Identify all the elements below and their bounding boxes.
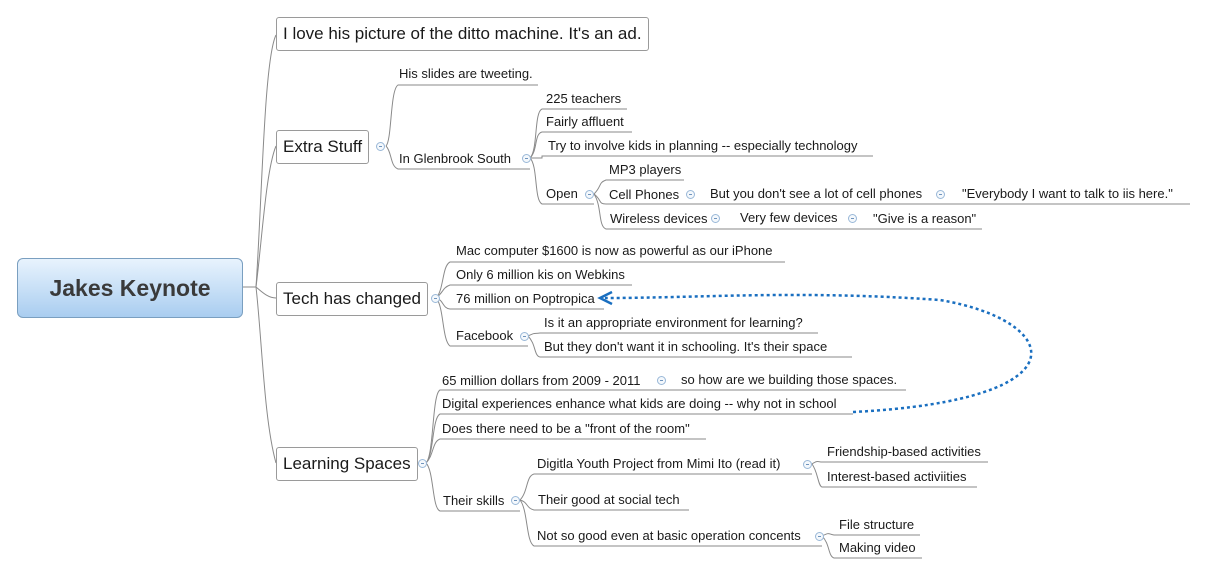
node-webkins[interactable]: Only 6 million kis on Webkins xyxy=(456,267,625,282)
topic-extra-stuff[interactable]: Extra Stuff xyxy=(276,130,370,164)
node-glenbrook[interactable]: In Glenbrook South xyxy=(399,151,512,166)
node-cell-note[interactable]: But you don't see a lot of cell phones xyxy=(710,186,923,201)
node-involve[interactable]: Try to involve kids in planning -- espec… xyxy=(548,138,858,153)
node-front[interactable]: Does there need to be a "front of the ro… xyxy=(442,421,690,436)
node-wireless[interactable]: Wireless devices xyxy=(610,211,708,226)
collapse-million-icon[interactable] xyxy=(657,376,666,385)
node-basic[interactable]: Not so good even at basic operation conc… xyxy=(537,528,801,543)
node-open[interactable]: Open xyxy=(546,186,578,201)
node-facebook[interactable]: Facebook xyxy=(456,328,514,343)
node-wireless-quote[interactable]: "Give is a reason" xyxy=(873,211,977,226)
relationship-line xyxy=(604,293,1033,414)
node-video[interactable]: Making video xyxy=(839,540,916,555)
collapse-tech-icon[interactable] xyxy=(431,294,440,303)
collapse-skills-icon[interactable] xyxy=(511,496,520,505)
node-slides-tweeting[interactable]: His slides are tweeting. xyxy=(399,66,533,81)
node-skills[interactable]: Their skills xyxy=(443,493,505,508)
collapse-open-icon[interactable] xyxy=(585,190,594,199)
node-social[interactable]: Their good at social tech xyxy=(538,492,680,507)
node-mac[interactable]: Mac computer $1600 is now as powerful as… xyxy=(456,243,773,258)
central-topic[interactable]: Jakes Keynote xyxy=(17,258,243,318)
topic-ditto[interactable]: I love his picture of the ditto machine.… xyxy=(276,17,649,51)
node-cell-quote[interactable]: "Everybody I want to talk to iis here." xyxy=(962,186,1173,201)
node-digital[interactable]: Digital experiences enhance what kids ar… xyxy=(442,396,837,411)
relationship-arrow xyxy=(597,290,613,306)
node-youth[interactable]: Digitla Youth Project from Mimi Ito (rea… xyxy=(537,456,781,471)
collapse-youth-icon[interactable] xyxy=(803,460,812,469)
node-teachers[interactable]: 225 teachers xyxy=(546,91,622,106)
node-building[interactable]: so how are we building those spaces. xyxy=(681,372,898,387)
collapse-extra-icon[interactable] xyxy=(376,142,385,151)
node-schooling[interactable]: But they don't want it in schooling. It'… xyxy=(544,339,828,354)
node-cell-phones[interactable]: Cell Phones xyxy=(609,187,680,202)
node-wireless-note[interactable]: Very few devices xyxy=(740,210,838,225)
node-friendship[interactable]: Friendship-based activities xyxy=(827,444,981,459)
collapse-glenbrook-icon[interactable] xyxy=(522,154,531,163)
node-file[interactable]: File structure xyxy=(839,517,915,532)
collapse-facebook-icon[interactable] xyxy=(520,332,529,341)
node-appropriate[interactable]: Is it an appropriate environment for lea… xyxy=(544,315,803,330)
node-mp3[interactable]: MP3 players xyxy=(609,162,682,177)
collapse-wireless-icon[interactable] xyxy=(711,214,720,223)
collapse-cell-icon[interactable] xyxy=(686,190,695,199)
collapse-basic-icon[interactable] xyxy=(815,532,824,541)
topic-tech-changed[interactable]: Tech has changed xyxy=(276,282,428,316)
collapse-fewdevices-icon[interactable] xyxy=(848,214,857,223)
topic-learning-spaces[interactable]: Learning Spaces xyxy=(276,447,418,481)
collapse-learning-icon[interactable] xyxy=(418,459,427,468)
node-poptropica[interactable]: 76 million on Poptropica xyxy=(456,291,595,306)
collapse-cellnote-icon[interactable] xyxy=(936,190,945,199)
node-interest[interactable]: Interest-based activiities xyxy=(827,469,967,484)
node-affluent[interactable]: Fairly affluent xyxy=(546,114,624,129)
node-million[interactable]: 65 million dollars from 2009 - 2011 xyxy=(442,373,641,388)
